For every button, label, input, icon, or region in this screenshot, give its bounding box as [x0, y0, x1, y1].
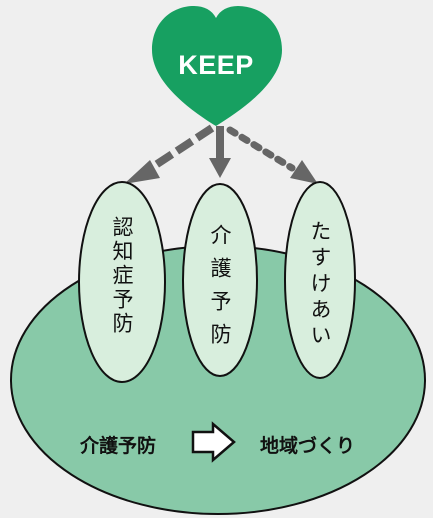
pill-dementia: [78, 181, 166, 383]
right-block-arrow: [191, 421, 236, 463]
dotted-arrow-head: [290, 160, 318, 184]
dashed-arrow-head: [124, 160, 160, 184]
keep-label: KEEP: [178, 50, 254, 80]
bottom-right-text: 地域づくり: [260, 435, 356, 457]
dashed-arrow-line: [145, 124, 215, 174]
dotted-arrow-line: [226, 126, 296, 172]
pill-label-help: たすけあい: [308, 220, 332, 350]
pill-care: [182, 183, 258, 377]
pill-label-care: 介護予防: [208, 224, 232, 356]
heart-shape: [152, 6, 282, 126]
solid-arrow-head: [209, 158, 231, 178]
bottom-left-text: 介護予防: [80, 435, 157, 457]
pill-label-dementia: 認知症予防: [110, 216, 134, 336]
pill-help: [284, 181, 356, 379]
